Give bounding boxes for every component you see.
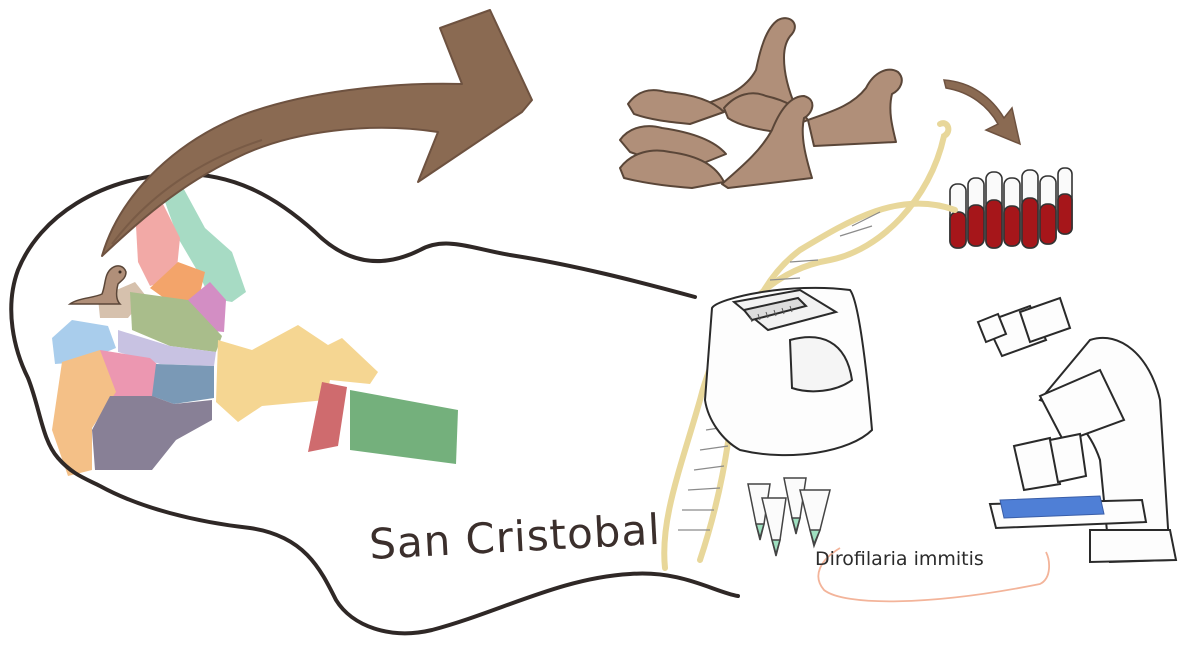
down-arrow-icon	[943, 79, 1022, 146]
island-districts-map	[52, 182, 458, 476]
sea-lion-icon	[67, 265, 127, 305]
blood-tubes-icon	[949, 167, 1073, 249]
district-red	[308, 382, 347, 452]
district-steel	[152, 364, 214, 404]
district-peach	[52, 350, 116, 476]
district-sand	[216, 325, 378, 422]
parasite-label: Dirofilaria immitis	[815, 548, 984, 570]
parasite-worm-icon	[817, 547, 1050, 603]
district-mint	[160, 182, 246, 302]
island-coastline	[9, 171, 740, 636]
district-olive	[130, 292, 222, 352]
district-rose	[100, 350, 166, 398]
district-green	[350, 390, 458, 464]
district-orange	[150, 262, 205, 308]
curved-arrow-icon	[101, 9, 533, 257]
district-slate	[92, 396, 212, 470]
district-pink	[135, 198, 180, 286]
pcr-tubes-icon	[747, 477, 831, 557]
thermocycler-icon	[703, 286, 874, 457]
sea-lion-group-icon	[619, 17, 903, 189]
microscope-icon	[976, 296, 1178, 564]
